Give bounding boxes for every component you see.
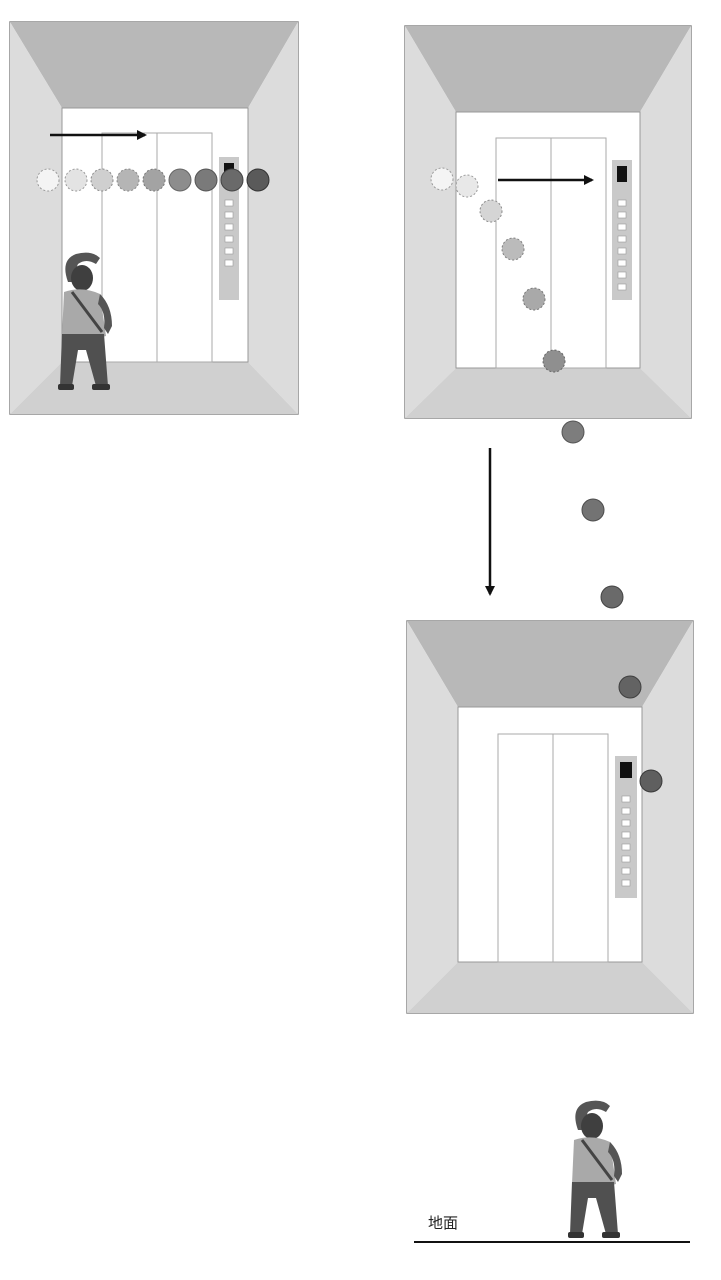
right-wall [640, 26, 691, 418]
left-wall [405, 26, 456, 418]
ball-icon [561, 420, 585, 444]
ball-icon [581, 498, 605, 522]
ball-icon [220, 168, 244, 192]
ball-icon [194, 168, 218, 192]
ball-icon [542, 349, 566, 373]
ball-icon [600, 585, 624, 609]
ball-icon [479, 199, 503, 223]
ball-icon [501, 237, 525, 261]
ball-icon [142, 168, 166, 192]
elevator-right-top [404, 25, 692, 419]
ball-trajectory-horizontal [36, 168, 270, 192]
ball-icon [639, 769, 663, 793]
ball-icon [618, 675, 642, 699]
back-wall [455, 111, 641, 369]
ball-icon [522, 287, 546, 311]
right-wall [248, 22, 298, 414]
ball-icon [455, 174, 479, 198]
left-wall [10, 22, 62, 414]
floor [10, 362, 298, 414]
back-wall [457, 706, 643, 963]
ball-icon [36, 168, 60, 192]
button-panel [615, 756, 637, 898]
ground-label: 地面 [428, 1214, 459, 1232]
person-icon [566, 1099, 624, 1240]
floor [407, 962, 693, 1013]
right-wall [642, 621, 693, 1013]
ceiling [10, 22, 298, 108]
ball-icon [90, 168, 114, 192]
left-wall [407, 621, 458, 1013]
ball-icon [246, 168, 270, 192]
elevator-right-bottom [406, 620, 694, 1014]
ball-icon [430, 167, 454, 191]
ball-icon [168, 168, 192, 192]
elevator-left [9, 21, 299, 415]
ceiling [405, 26, 691, 112]
floor [405, 368, 691, 418]
ball-trajectory-parabolic [430, 167, 624, 609]
ball-icon [64, 168, 88, 192]
ball-icon [116, 168, 140, 192]
